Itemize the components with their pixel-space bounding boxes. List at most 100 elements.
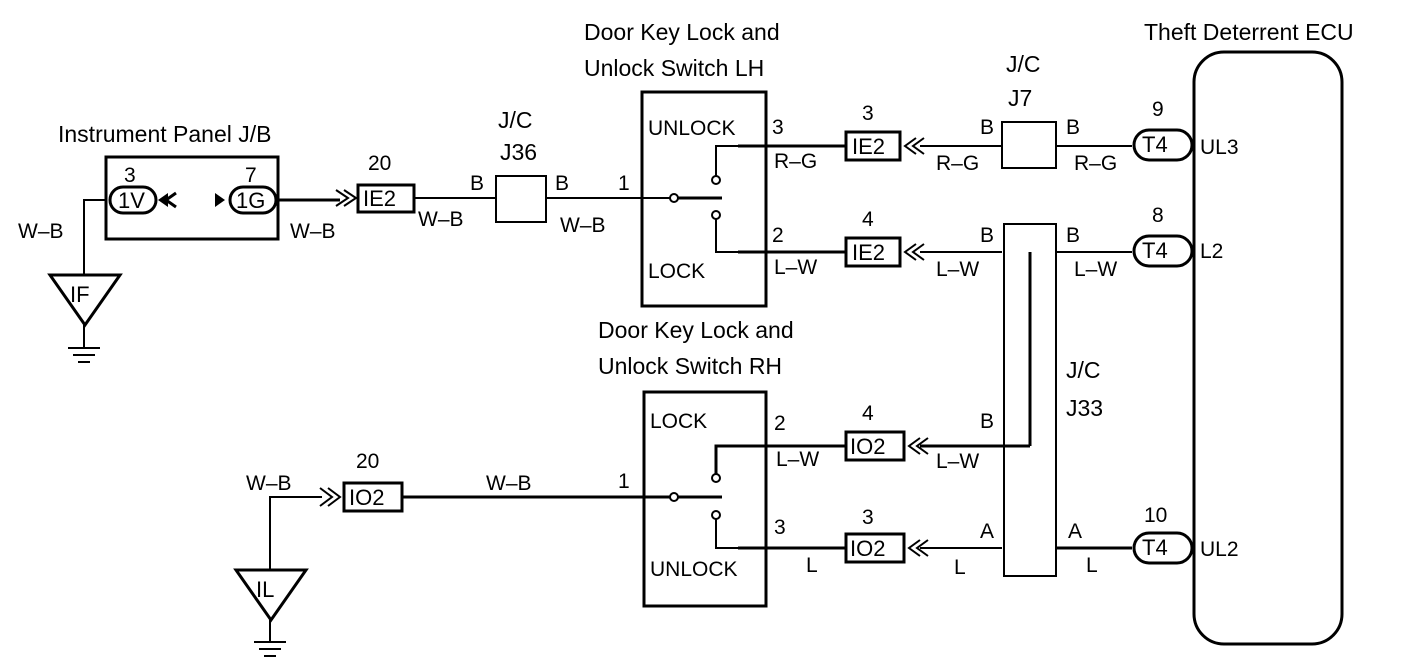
lh-pin-1: 1 [618, 172, 630, 195]
jc-j7: J/C J7 B B [980, 51, 1080, 169]
wire-color-rg-2: R–G [936, 152, 979, 175]
wire-color-wb-6: W–B [486, 472, 532, 495]
pin-4-ie2: 4 [862, 208, 874, 231]
switch-rh-title-2: Unlock Switch RH [598, 353, 782, 379]
ecu-title: Theft Deterrent ECU [1144, 19, 1354, 45]
lh-contact-upper [711, 175, 721, 185]
wire-ground-il [269, 496, 322, 570]
lh-contact-lower [711, 210, 721, 220]
connector-1g [228, 185, 278, 215]
wire-color-rg-3: R–G [1074, 152, 1117, 175]
connector-io2-4-label: IO2 [850, 434, 885, 459]
connector-ie2-3-label: IE2 [852, 134, 885, 159]
wire-color-l-1: L [806, 554, 818, 577]
switch-lh-title-1: Door Key Lock and [584, 19, 780, 45]
pin-3-ie2: 3 [862, 102, 874, 125]
switch-lh: Door Key Lock and Unlock Switch LH UNLOC… [584, 19, 780, 308]
connector-t4-10: 10 T4 [1132, 504, 1194, 565]
connector-io2-3-label: IO2 [850, 536, 885, 561]
connector-ie2-20: 20 IE2 [335, 152, 416, 214]
wire-color-lw-3: L–W [1074, 258, 1117, 281]
jc-j33: J/C J33 B B B A A [980, 223, 1103, 577]
wire-color-wb-1: W–B [18, 220, 64, 243]
connector-ie2-20-label: IE2 [363, 186, 396, 211]
jc-j7-title: J/C [1006, 51, 1041, 77]
wire-color-wb-2: W–B [290, 220, 336, 243]
j36-b-left: B [470, 172, 484, 195]
connector-ie2-3: 3 IE2 [844, 102, 925, 162]
arrow-1g [215, 193, 225, 207]
wire-color-rg-1: R–G [774, 150, 817, 173]
j36-b-right: B [555, 172, 569, 195]
j33-a-left: A [980, 520, 994, 543]
switch-lh-title-2: Unlock Switch LH [584, 55, 764, 81]
ip-jb-title: Instrument Panel J/B [58, 121, 272, 147]
arrow-1v-b [163, 191, 177, 209]
connector-t4-9: 9 T4 [1132, 98, 1194, 162]
connector-t4-8-label: T4 [1142, 238, 1168, 263]
wire-color-l-3: L [1086, 554, 1098, 577]
pin-10-t4: 10 [1144, 504, 1167, 527]
wire-color-lw-2: L–W [936, 258, 979, 281]
arrow-1v [158, 193, 168, 207]
connector-t4-9-label: T4 [1142, 132, 1168, 157]
lh-contact-lock [715, 218, 738, 253]
pin-7-1g: 7 [245, 164, 257, 187]
connector-t4-8: 8 T4 [1132, 204, 1194, 268]
pin-3-1v: 3 [124, 164, 136, 187]
jc-j7-id: J7 [1008, 85, 1032, 111]
connector-1v-label: 1V [118, 188, 145, 213]
connector-io2-20-label: IO2 [349, 485, 384, 510]
jc-j33-id: J33 [1066, 395, 1103, 421]
j33-b-right: B [1066, 224, 1080, 247]
pin-4-io2: 4 [862, 402, 874, 425]
switch-rh-lock: LOCK [650, 410, 707, 433]
lh-pin-2: 2 [772, 224, 784, 247]
rh-pin-1: 1 [618, 470, 630, 493]
theft-deterrent-ecu: Theft Deterrent ECU UL3 L2 UL2 [1144, 19, 1354, 646]
wire-color-lw-1: L–W [774, 256, 817, 279]
j7-b-right: B [1066, 116, 1080, 139]
pin-20-ie2: 20 [368, 152, 391, 175]
rh-pivot [669, 492, 679, 502]
pin-20-io2: 20 [356, 450, 379, 473]
wire-color-l-2: L [954, 556, 966, 579]
connector-io2-4: 4 IO2 [844, 402, 929, 462]
pin-8-t4: 8 [1152, 204, 1164, 227]
ecu-terminal-ul3: UL3 [1200, 136, 1239, 159]
lh-contact-unlock [715, 145, 738, 177]
rh-contact-unlock [715, 518, 738, 549]
switch-lh-unlock: UNLOCK [648, 117, 736, 140]
connector-1v [108, 185, 158, 215]
ground-il-label: IL [256, 577, 274, 602]
rh-contact-lower [711, 510, 721, 520]
switch-lh-lock: LOCK [648, 260, 705, 283]
jc-j36: J/C J36 B B [470, 107, 569, 223]
switch-rh-unlock: UNLOCK [650, 558, 738, 581]
wire-color-wb-4: W–B [560, 214, 606, 237]
wires [83, 144, 1132, 570]
jc-j33-title: J/C [1066, 357, 1101, 383]
wire-color-wb-5: W–B [246, 472, 292, 495]
connector-ie2-4: 4 IE2 [844, 208, 925, 268]
connector-1g-label: 1G [236, 188, 265, 213]
rh-pin-2: 2 [774, 412, 786, 435]
lh-pin-3: 3 [772, 116, 784, 139]
j7-b-left: B [980, 116, 994, 139]
connector-ie2-4-label: IE2 [852, 240, 885, 265]
connector-io2-3: 3 IO2 [844, 506, 929, 564]
wire-ground-if [83, 199, 110, 285]
connector-io2-20: 20 IO2 [319, 450, 404, 513]
rh-contact-lock [714, 444, 738, 476]
j33-b-lower: B [980, 410, 994, 433]
wire-color-lw-4: L–W [776, 448, 819, 471]
pin-9-t4: 9 [1152, 98, 1164, 121]
j33-a-right: A [1068, 520, 1082, 543]
lh-pivot [669, 193, 679, 203]
jc-j36-title: J/C [498, 107, 533, 133]
j33-b-left: B [980, 224, 994, 247]
ground-if-label: IF [70, 282, 90, 307]
pin-3-io2: 3 [862, 506, 874, 529]
ecu-terminal-ul2: UL2 [1200, 538, 1239, 561]
